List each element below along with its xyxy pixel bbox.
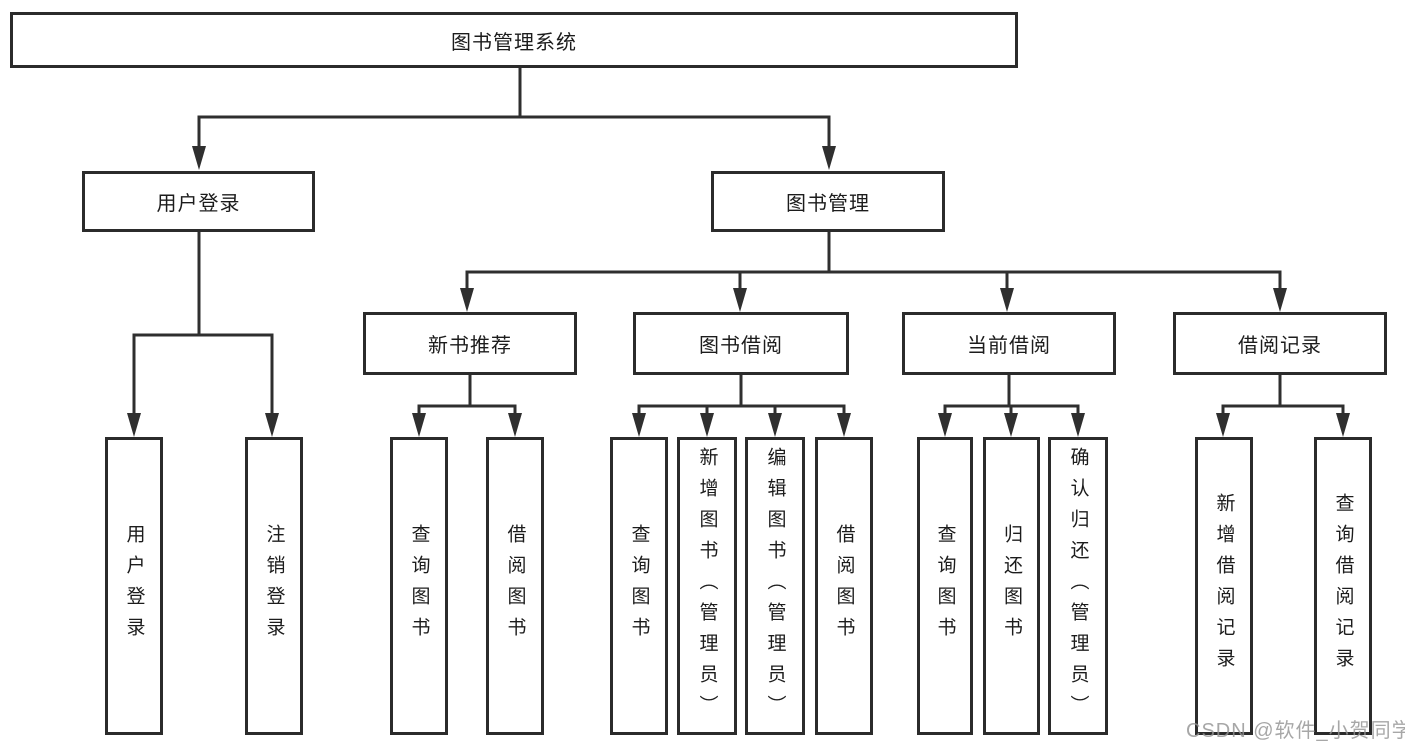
arrowheads-user-login-to-leaves bbox=[127, 413, 279, 437]
node-current-borrow: 当前借阅 bbox=[902, 312, 1116, 375]
arrowheads-book-borrow-to-leaves bbox=[632, 413, 851, 437]
leaf-user-login: 用户登录 bbox=[105, 437, 163, 735]
arrowheads-current-borrow-to-leaves bbox=[938, 413, 1085, 437]
node-book-borrow: 图书借阅 bbox=[633, 312, 849, 375]
node-book-management: 图书管理 bbox=[711, 171, 945, 232]
arrowheads-book-management-to-level3 bbox=[460, 288, 1287, 312]
leaf-borrow-add-books-admin: 新增图书（管理员） bbox=[677, 437, 737, 735]
csdn-watermark: CSDN @软件_小贺同学 bbox=[1186, 720, 1405, 742]
connector-user-login-to-leaves bbox=[132, 230, 274, 415]
node-new-book-recommend: 新书推荐 bbox=[363, 312, 577, 375]
leaf-current-query-books: 查询图书 bbox=[917, 437, 973, 735]
arrowheads-new-book-recommend-to-leaves bbox=[412, 413, 522, 437]
connector-borrow-records-to-leaves bbox=[1221, 373, 1345, 415]
connector-current-borrow-to-leaves bbox=[943, 373, 1080, 415]
leaf-records-query-borrow-record: 查询借阅记录 bbox=[1314, 437, 1372, 735]
node-borrow-records: 借阅记录 bbox=[1173, 312, 1387, 375]
connector-new-book-recommend-to-leaves bbox=[417, 373, 517, 415]
connector-root-to-level2 bbox=[197, 66, 831, 148]
leaf-borrow-edit-books-admin: 编辑图书（管理员） bbox=[745, 437, 805, 735]
leaf-borrow-query-books: 查询图书 bbox=[610, 437, 668, 735]
connector-book-borrow-to-leaves bbox=[637, 373, 846, 415]
leaf-recommend-borrow-books: 借阅图书 bbox=[486, 437, 544, 735]
node-library-management-system: 图书管理系统 bbox=[10, 12, 1018, 68]
leaf-current-confirm-return-admin: 确认归还（管理员） bbox=[1048, 437, 1108, 735]
leaf-borrow-borrow-books: 借阅图书 bbox=[815, 437, 873, 735]
arrowheads-borrow-records-to-leaves bbox=[1216, 413, 1350, 437]
leaf-logout-login: 注销登录 bbox=[245, 437, 303, 735]
leaf-records-add-borrow-record: 新增借阅记录 bbox=[1195, 437, 1253, 735]
leaf-recommend-query-books: 查询图书 bbox=[390, 437, 448, 735]
connector-book-management-to-level3 bbox=[465, 230, 1282, 290]
arrowheads-root-to-level2 bbox=[192, 146, 836, 170]
leaf-current-return-books: 归还图书 bbox=[983, 437, 1040, 735]
node-user-login-group: 用户登录 bbox=[82, 171, 315, 232]
